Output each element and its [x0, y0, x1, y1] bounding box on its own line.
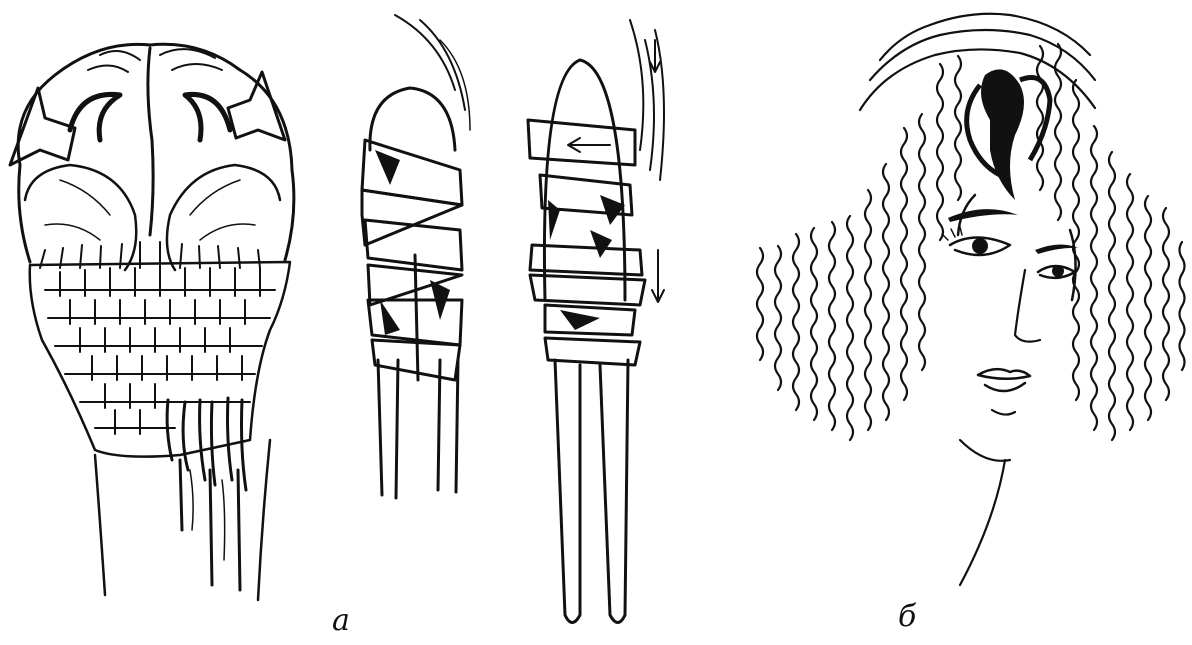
hairpin-wrap-illustration-2	[528, 20, 664, 623]
panel-b-caption: б	[898, 602, 916, 632]
curly-hair-portrait	[757, 14, 1185, 585]
head-back-illustration	[10, 44, 294, 600]
panel-a-caption: а	[332, 606, 350, 636]
hairpin-wrap-illustration-1	[362, 15, 470, 498]
